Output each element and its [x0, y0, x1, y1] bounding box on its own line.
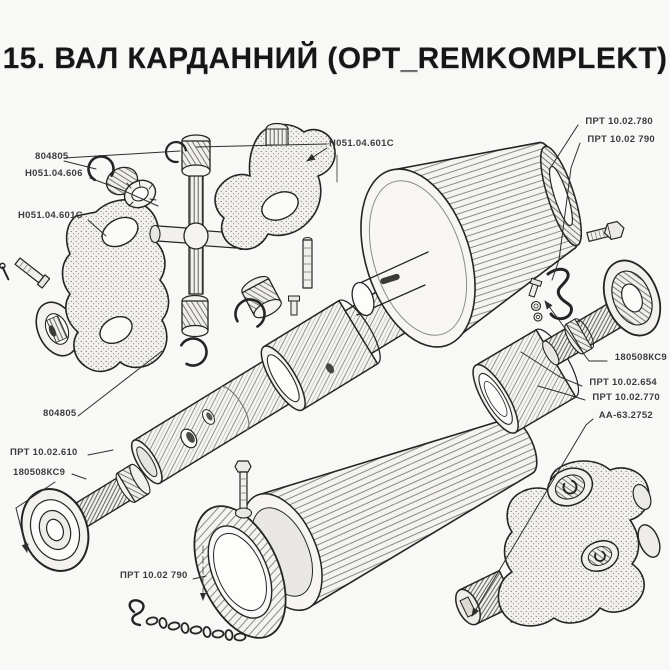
part-yoke-right [214, 122, 336, 250]
part-label-guard-ring-top: ПРТ 10.02 790 [587, 134, 655, 145]
part-flange-bearing-right [602, 259, 662, 337]
part-hex-bolt [586, 220, 625, 242]
part-guard-cone-big [351, 141, 583, 348]
part-label-sleeve-right: ПРТ 10.02.654 [589, 377, 657, 388]
part-shaft-tube [130, 262, 451, 485]
part-s-hook [546, 267, 573, 321]
part-small-screw-washers [528, 277, 543, 322]
part-label-snap-ring-upper: 804805 [35, 151, 69, 162]
part-splined-shaft-right [542, 299, 629, 366]
part-label-bearing-right: 180508КС9 [614, 352, 667, 363]
part-stud-bolt [288, 237, 313, 316]
part-splined-hub [35, 301, 79, 357]
part-inner-shaft-stub [351, 251, 429, 317]
part-bearing-cup-right [241, 275, 282, 319]
part-snap-ring-right [234, 298, 266, 330]
part-needle-bearing [105, 166, 157, 209]
part-yoke-left [61, 199, 170, 373]
part-label-yoke-right: H051.04.601C [329, 138, 394, 149]
part-clamp-bolt [234, 460, 253, 519]
part-joint-assembled [454, 460, 661, 627]
part-label-bearing-left: 180508КС9 [13, 467, 66, 478]
part-guard-ring-bottom [193, 505, 287, 639]
part-label-collar-right: ПРТ 10.02.770 [592, 392, 660, 403]
part-label-yoke-left: H051.04.601C [18, 210, 83, 221]
part-snap-ring-lower [178, 337, 208, 367]
page-title: 15. ВАЛ КАРДАННИЙ (OPT_REMKOMPLEKT) [2, 42, 668, 75]
part-label-bearing-cup-upper: H051.04.606 [25, 168, 83, 179]
part-safety-chain [128, 599, 247, 642]
part-pin-bolt [0, 257, 51, 289]
part-label-joint-assembled: АА-63.2752 [598, 410, 653, 421]
part-label-splined-shaft: ПРТ 10.02.610 [10, 447, 78, 458]
leader-lines [15, 124, 608, 617]
part-ball-bearing-left [20, 488, 90, 572]
part-label-guard-cone-big: ПРТ 10.02.780 [585, 116, 653, 127]
part-label-guard-ring-bottom: ПРТ 10.02 790 [120, 570, 188, 581]
part-label-snap-ring-lower: 804805 [43, 408, 77, 419]
